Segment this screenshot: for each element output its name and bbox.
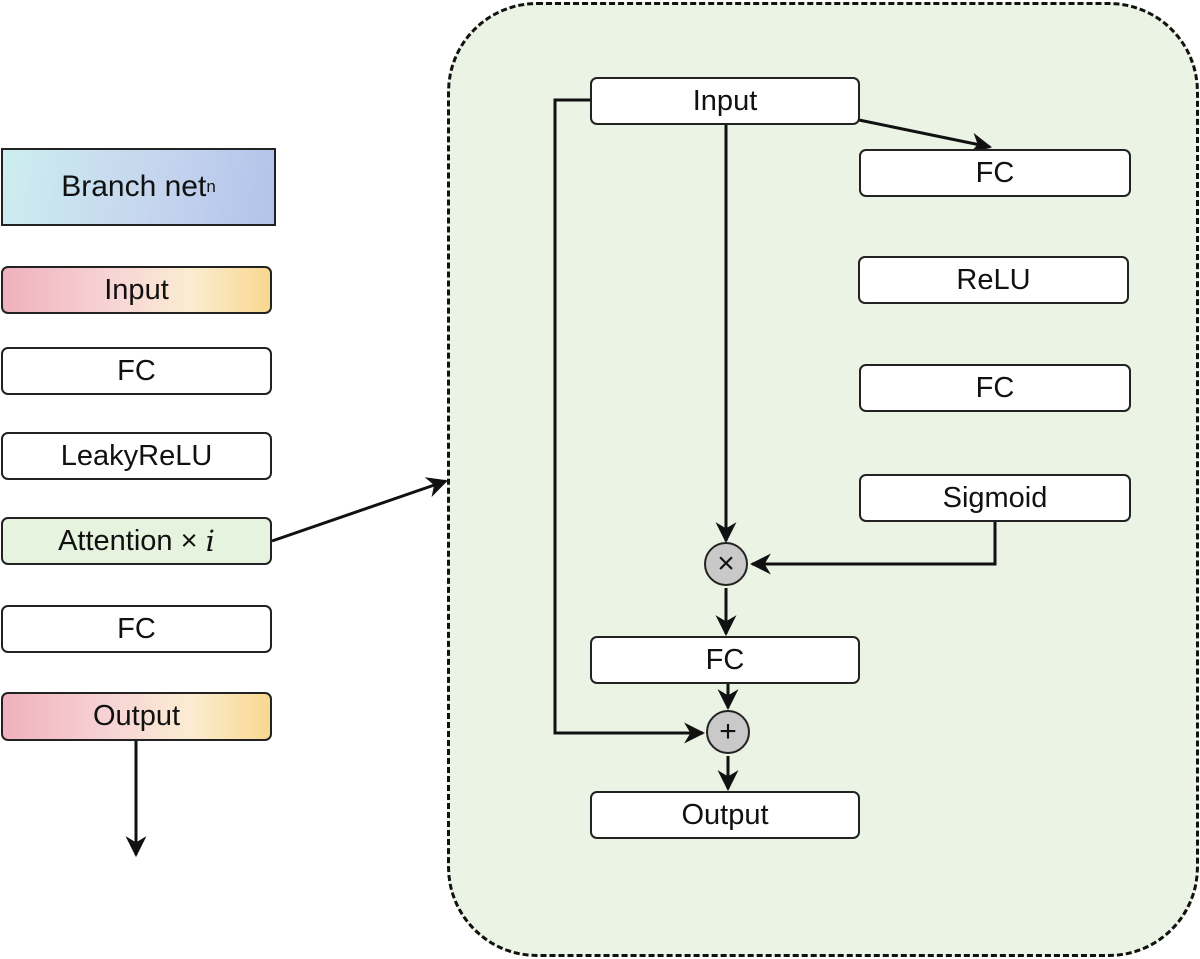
block-relu-box: ReLU xyxy=(858,256,1129,304)
add-operator: + xyxy=(706,710,750,754)
block-relu-label: ReLU xyxy=(956,263,1031,296)
block-fc-label-b: FC xyxy=(975,371,1015,404)
times-symbol: × xyxy=(180,524,198,557)
block-output-label: Output xyxy=(681,798,769,831)
block-fc-label-a: FC xyxy=(975,156,1015,189)
block-fc-label-c: FC xyxy=(705,643,745,676)
block-fc-box-b: FC xyxy=(859,364,1131,412)
branch-net-subscript: n xyxy=(206,177,216,196)
block-output-box: Output xyxy=(590,791,860,839)
arrow-attention-to-detail xyxy=(271,477,448,543)
left-fc-box-1: FC xyxy=(1,347,272,395)
left-leakyrelu-box: LeakyReLU xyxy=(1,432,272,480)
block-sigmoid-label: Sigmoid xyxy=(942,481,1048,514)
add-symbol: + xyxy=(719,715,737,748)
left-fc-label-1: FC xyxy=(117,354,156,387)
left-output-box: Output xyxy=(1,692,272,741)
left-attention-box: Attention × i xyxy=(1,517,272,565)
block-fc-box-c: FC xyxy=(590,636,860,684)
arrow-input-to-fc xyxy=(858,118,993,154)
left-leakyrelu-label: LeakyReLU xyxy=(60,439,213,472)
multiply-symbol: × xyxy=(717,547,735,580)
multiply-operator: × xyxy=(704,542,748,586)
arrow-sigmoid-to-multiply xyxy=(749,521,997,575)
left-attention-label: Attention xyxy=(58,524,173,557)
block-sigmoid-box: Sigmoid xyxy=(859,474,1131,522)
block-input-box: Input xyxy=(590,77,860,125)
left-fc-box-2: FC xyxy=(1,605,272,653)
attention-count-variable: i xyxy=(205,524,215,558)
arrow-skip-connection xyxy=(553,98,706,744)
block-input-label: Input xyxy=(692,84,758,117)
left-input-box: Input xyxy=(1,266,272,314)
branch-net-label: Branch net xyxy=(61,170,207,203)
block-fc-box-a: FC xyxy=(859,149,1131,197)
left-input-label: Input xyxy=(104,273,169,306)
left-output-label: Output xyxy=(92,700,181,732)
left-fc-label-2: FC xyxy=(117,612,156,645)
